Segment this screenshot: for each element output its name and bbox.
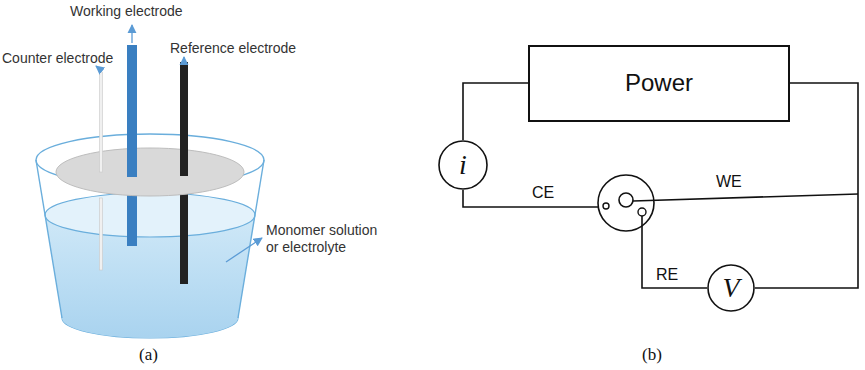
liquid-body: [45, 193, 255, 338]
cell-symbol: [598, 175, 654, 231]
panel-label: (b): [642, 345, 662, 365]
panel-label: (a): [139, 345, 158, 365]
liquid-surface: [45, 193, 255, 237]
node-text: i: [459, 149, 467, 181]
circle-outline: [439, 141, 487, 189]
ce-terminal: [603, 203, 609, 209]
counter-electrode-lower: [100, 198, 103, 270]
leader-spacer: [184, 60, 186, 72]
re-wire: [642, 216, 707, 288]
re-terminal: [638, 208, 646, 216]
beaker-wall: [36, 160, 62, 318]
wire: [463, 83, 528, 140]
part-label: Reference electrode: [170, 40, 296, 57]
reference-electrode: [180, 62, 188, 176]
leader-arrow: [183, 57, 184, 60]
cell-lid: [56, 148, 244, 196]
wire: [463, 83, 528, 140]
ammeter-symbol: i: [438, 140, 488, 190]
reference-electrode-lower: [180, 188, 188, 284]
power-box: Power: [528, 45, 790, 122]
node-text: V: [722, 272, 739, 304]
we-terminal: [619, 193, 633, 207]
leader-arrow: [96, 66, 101, 70]
leader-arrow: [226, 238, 262, 262]
part-label: Working electrode: [70, 3, 183, 20]
circle-outline: [708, 265, 754, 311]
terminal-label: RE: [656, 265, 678, 284]
we-wire: [633, 194, 858, 201]
part-label: Counter electrode: [2, 50, 113, 67]
working-electrode: [127, 45, 137, 177]
leader-arrow: [131, 25, 132, 43]
counter-electrode: [100, 72, 103, 172]
voltmeter-symbol: V: [707, 264, 755, 312]
working-electrode-lower: [127, 190, 137, 246]
node-text: Power: [625, 69, 693, 97]
terminal-label: CE: [532, 183, 554, 202]
part-label: Monomer solution or electrolyte: [266, 222, 391, 256]
terminal-label: WE: [716, 172, 742, 191]
